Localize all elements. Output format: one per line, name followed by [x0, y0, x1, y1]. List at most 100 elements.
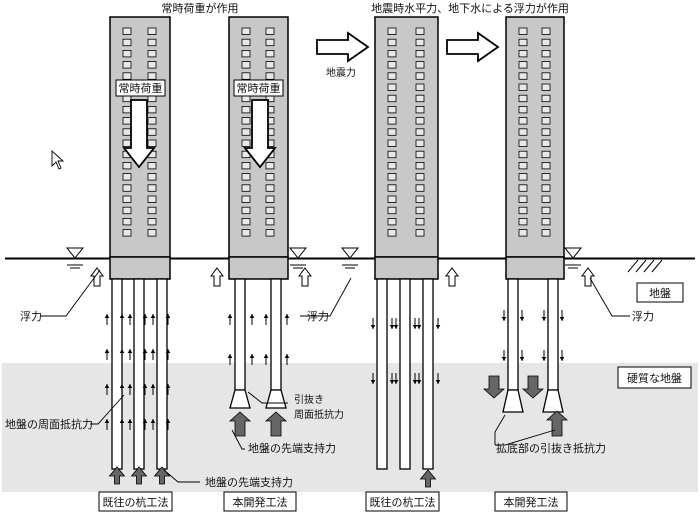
skin-friction-arrow-head — [142, 349, 148, 353]
method-box-existing-1 — [98, 491, 173, 512]
skin-friction-arrow-head — [249, 354, 255, 358]
skin-friction-arrow-head — [249, 314, 255, 318]
window — [415, 83, 425, 91]
window — [518, 50, 528, 58]
window — [387, 128, 397, 136]
window — [541, 139, 551, 147]
pullout-arrow-head — [416, 380, 422, 384]
skin-friction-arrow-head — [127, 384, 133, 388]
window — [518, 206, 528, 215]
window — [241, 27, 251, 35]
skin-friction-arrow-head — [165, 314, 171, 318]
window — [147, 50, 157, 58]
window — [122, 229, 132, 237]
window — [541, 83, 551, 91]
pullout-skin-label-1: 引抜き 周面抵抗力 — [294, 393, 344, 421]
window — [415, 38, 425, 47]
window — [147, 128, 157, 136]
window — [541, 61, 551, 69]
pile-existing-2-3 — [422, 278, 434, 470]
window — [387, 217, 397, 226]
window — [415, 128, 425, 136]
window — [415, 117, 425, 125]
buoyancy-label-2: 浮力 — [307, 310, 329, 323]
building-4 — [505, 16, 565, 280]
skin-friction-arrow-head — [104, 384, 110, 388]
window — [147, 38, 157, 47]
pullout-arrow-head — [370, 380, 376, 384]
window — [541, 38, 551, 47]
window — [518, 61, 528, 69]
window — [147, 184, 157, 192]
window — [518, 217, 528, 226]
pullout-arrow-head — [412, 325, 418, 329]
window — [147, 106, 157, 114]
window — [122, 184, 132, 192]
buoyancy-arrow-4 — [445, 267, 459, 287]
base-pullout-arrow-2 — [521, 375, 545, 399]
window — [122, 195, 132, 203]
window — [265, 229, 275, 237]
window — [415, 195, 425, 203]
method-existing-1: 既往の杭工法 — [103, 495, 169, 509]
building-foundation — [109, 256, 171, 280]
window — [518, 94, 528, 103]
skin-friction-arrow-head — [142, 314, 148, 318]
window — [387, 206, 397, 215]
window — [518, 150, 528, 159]
skin-friction-arrow-head — [127, 349, 133, 353]
window — [265, 38, 275, 47]
skin-friction-arrow-head — [150, 349, 156, 353]
skin-friction-arrow-head — [165, 349, 171, 353]
pullout-arrow-head — [435, 380, 441, 384]
window — [541, 94, 551, 103]
leader-lines — [40, 269, 630, 483]
window — [387, 72, 397, 80]
pullout-arrow-head — [435, 325, 441, 329]
window — [122, 117, 132, 125]
base-support-arrow — [545, 410, 569, 437]
permanent-load-label-1: 常時荷重 — [119, 81, 163, 95]
window — [541, 27, 551, 35]
window — [541, 229, 551, 237]
buoyancy-arrow-3 — [298, 267, 312, 287]
pullout-arrow-head — [389, 380, 395, 384]
window — [147, 72, 157, 80]
window — [518, 173, 528, 181]
pile-existing-1-2 — [133, 278, 145, 470]
window — [518, 72, 528, 80]
window — [415, 229, 425, 237]
skin-friction-arrow-head — [150, 419, 156, 423]
window — [415, 72, 425, 80]
window — [265, 61, 275, 69]
skin-friction-arrow-head — [127, 314, 133, 318]
window — [241, 206, 251, 215]
window — [241, 128, 251, 136]
base-pullout-arrow-1 — [482, 375, 506, 399]
ground-label: 地盤 — [649, 287, 671, 300]
window — [415, 61, 425, 69]
skin-friction-arrow-head — [119, 349, 125, 353]
pullout-arrow-head — [412, 380, 418, 384]
window — [147, 61, 157, 69]
window — [241, 195, 251, 203]
skin-friction-arrow-head — [263, 314, 269, 318]
window — [122, 217, 132, 226]
window — [387, 184, 397, 192]
window — [122, 106, 132, 114]
method-existing-2: 既往の杭工法 — [370, 495, 436, 509]
window — [387, 117, 397, 125]
window — [541, 72, 551, 80]
tip-support-arrow-existing-1 — [108, 466, 126, 485]
ground-hatch — [627, 259, 663, 273]
window — [518, 184, 528, 192]
window — [541, 217, 551, 226]
pile-new-1-1 — [234, 278, 246, 391]
ground-label-box — [636, 282, 684, 303]
pullout-arrow-head — [541, 317, 547, 321]
window — [387, 139, 397, 147]
method-new-2: 本開発工法 — [504, 495, 559, 509]
window — [147, 139, 157, 147]
